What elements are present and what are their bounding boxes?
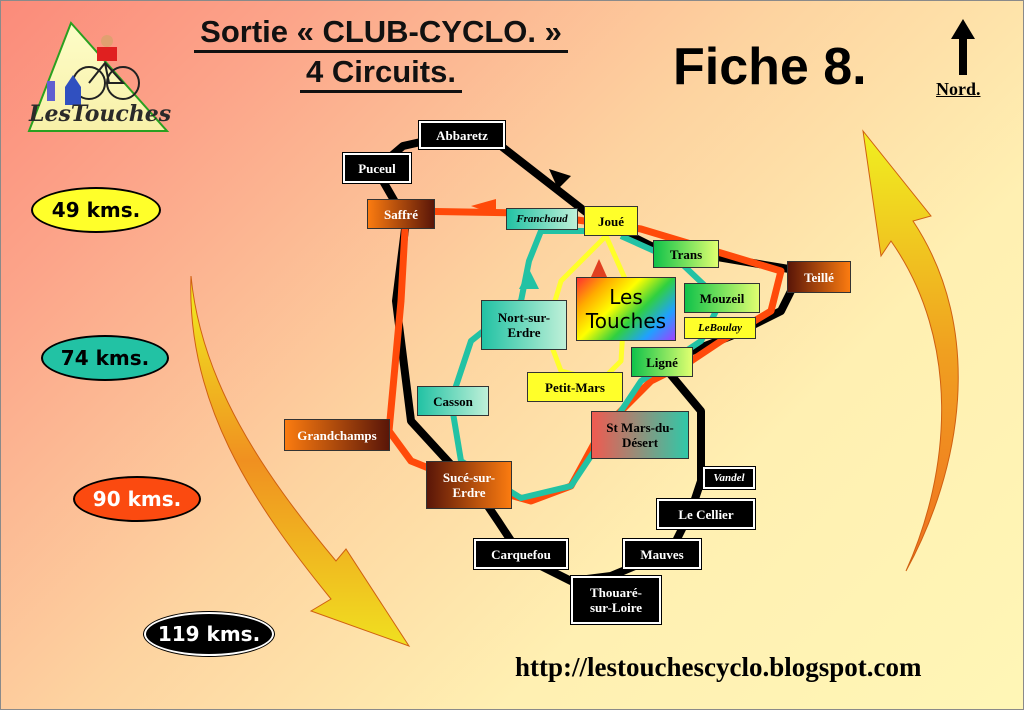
place-saffre: Saffré <box>367 199 435 229</box>
page-title: Sortie « CLUB-CYCLO. » 4 Circuits. <box>141 13 621 93</box>
place-trans: Trans <box>653 240 719 268</box>
place-vandel: Vandel <box>702 466 756 490</box>
place-mauves: Mauves <box>622 538 702 570</box>
circuit-label: 119 kms. <box>157 622 261 646</box>
direction-arrow-icon <box>519 269 539 289</box>
place-petit-mars: Petit-Mars <box>527 372 623 402</box>
direction-arrow-icon <box>471 199 496 215</box>
swirl-arrow-left-icon <box>190 275 411 647</box>
place-abbaretz: Abbaretz <box>418 120 506 150</box>
place-carquefou: Carquefou <box>473 538 569 570</box>
place-joue: Joué <box>584 206 638 236</box>
circuit-119-badge: 119 kms. <box>143 611 275 657</box>
place-leboulay: LeBoulay <box>684 317 756 339</box>
place-le-cellier: Le Cellier <box>656 498 756 530</box>
place-casson: Casson <box>417 386 489 416</box>
north-arrow-icon <box>951 19 975 75</box>
circuit-90-badge: 90 kms. <box>73 476 201 522</box>
place-mouzeil: Mouzeil <box>684 283 760 313</box>
place-teille: Teillé <box>787 261 851 293</box>
logo-text: LesTouches <box>29 101 172 127</box>
place-grandchamps: Grandchamps <box>284 419 390 451</box>
title-line-2: 4 Circuits. <box>300 53 462 93</box>
direction-arrow-icon <box>549 169 571 189</box>
circuit-74-badge: 74 kms. <box>41 335 169 381</box>
place-ligne: Ligné <box>631 347 693 377</box>
title-line-1: Sortie « CLUB-CYCLO. » <box>194 13 568 53</box>
blog-url[interactable]: http://lestouchescyclo.blogspot.com <box>515 652 922 682</box>
place-st-mars-du-desert: St Mars-du-Désert <box>591 411 689 459</box>
place-suce-sur-erdre: Sucé-sur-Erdre <box>426 461 512 509</box>
north-label: Nord. <box>936 79 981 99</box>
club-logo <box>27 21 170 132</box>
fiche-number: Fiche 8. <box>673 38 867 96</box>
circuit-49-badge: 49 kms. <box>31 187 161 233</box>
circuit-label: 74 kms. <box>60 346 150 370</box>
place-franchaud: Franchaud <box>506 208 578 230</box>
circuit-label: 49 kms. <box>51 198 141 222</box>
place-thouare-sur-loire: Thouaré-sur-Loire <box>570 575 662 625</box>
route-74-kms <box>448 228 724 501</box>
direction-arrow-icon <box>591 259 607 277</box>
swirl-arrow-right-icon <box>862 129 959 572</box>
place-les-touches: Les Touches <box>576 277 676 341</box>
place-puceul: Puceul <box>342 152 412 184</box>
place-nort-sur-erdre: Nort-sur-Erdre <box>481 300 567 350</box>
circuit-label: 90 kms. <box>92 487 182 511</box>
